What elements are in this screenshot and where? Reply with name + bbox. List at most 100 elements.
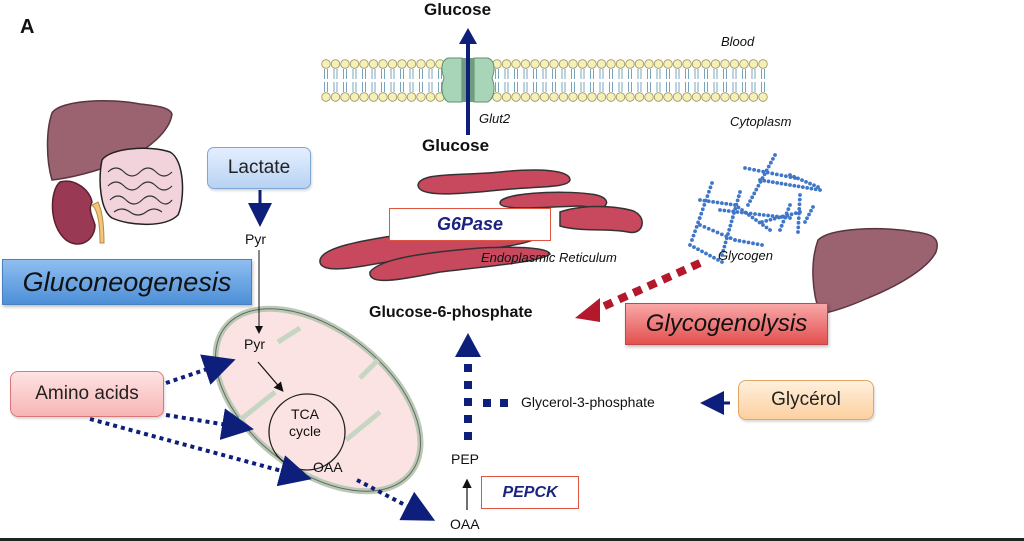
- g6pase-enzyme-box: G6Pase: [389, 208, 551, 241]
- glucose-unit: [793, 211, 798, 216]
- phospholipid-head: [672, 92, 683, 102]
- phospholipid-head: [729, 92, 740, 102]
- glucose-unit: [764, 225, 769, 230]
- liver-right-icon: [812, 227, 938, 315]
- phospholipid-tail: [352, 69, 357, 92]
- phospholipid-tail: [742, 69, 746, 92]
- glucose-unit: [762, 172, 767, 177]
- panel-label: A: [20, 16, 35, 38]
- glucose-unit: [792, 174, 796, 179]
- phospholipid-tail: [637, 69, 642, 92]
- glucose-unit: [789, 212, 794, 217]
- glucose-unit: [762, 178, 767, 183]
- glucose-unit: [722, 208, 727, 213]
- glucose-unit: [718, 208, 722, 212]
- phospholipid-head: [549, 92, 559, 102]
- glucose-unit: [796, 216, 801, 221]
- phospholipid-tail: [514, 69, 518, 92]
- er-label: Endoplasmic Reticulum: [481, 250, 617, 265]
- phospholipid-tail: [580, 69, 585, 92]
- phospholipid-tail: [371, 69, 376, 92]
- glucose-unit: [711, 228, 716, 233]
- pyr-to-tca-arrow: [257, 361, 284, 392]
- phospholipid-tail: [609, 69, 613, 92]
- tca-line1: TCA: [290, 406, 319, 422]
- phospholipid-head: [691, 59, 702, 69]
- glucose-unit: [744, 211, 749, 215]
- glucose-unit: [704, 251, 708, 256]
- glucose-unit: [792, 183, 797, 188]
- glucose-unit: [807, 212, 811, 217]
- glucose-unit: [688, 243, 692, 247]
- phospholipid-tail: [666, 69, 670, 92]
- phospholipid-head: [587, 59, 597, 69]
- glucose-unit: [715, 200, 720, 205]
- glucose-unit: [706, 199, 711, 204]
- phospholipid-tail: [343, 69, 347, 92]
- glucose-unit: [805, 216, 809, 221]
- phospholipid-head: [596, 92, 607, 102]
- glucose-unit: [768, 160, 773, 165]
- glucose-unit: [779, 223, 784, 228]
- glucose-unit: [700, 249, 704, 254]
- phospholipid-head: [340, 92, 350, 102]
- phospholipid-head: [568, 92, 578, 102]
- glucose-unit: [754, 187, 759, 192]
- glucose-unit: [750, 215, 755, 220]
- glucose-unit: [720, 253, 724, 257]
- phospholipid-head: [587, 92, 597, 102]
- phospholipid-head: [596, 59, 607, 69]
- glucose-unit: [734, 202, 739, 207]
- glucose-unit: [779, 173, 784, 178]
- phospholipid-tail: [694, 69, 699, 92]
- phospholipid-head: [663, 59, 673, 69]
- glucose-unit: [728, 236, 733, 241]
- glucose-unit: [752, 167, 756, 172]
- glucose-cytoplasm-label: Glucose: [422, 136, 490, 155]
- glucose-unit: [723, 240, 728, 245]
- phospholipid-head: [701, 59, 711, 69]
- phospholipid-tail: [675, 69, 680, 92]
- phospholipid-head: [378, 92, 388, 102]
- glucose-unit: [774, 172, 779, 177]
- glucose-unit: [712, 255, 716, 260]
- glucose-unit: [721, 248, 726, 253]
- glucose-unit: [796, 220, 801, 225]
- phospholipid-head: [606, 59, 616, 69]
- glucose-unit: [764, 168, 769, 173]
- glucose-unit: [735, 210, 740, 214]
- glucose-unit: [783, 182, 788, 187]
- glucose-unit: [722, 244, 727, 249]
- glucose-unit: [748, 211, 753, 216]
- phospholipid-head: [378, 59, 388, 69]
- pyr-cytosol-label: Pyr: [245, 231, 266, 247]
- glucose-unit: [788, 173, 792, 177]
- phospholipid-tail: [542, 69, 547, 92]
- glucose-unit: [809, 186, 814, 191]
- glucose-unit: [715, 230, 720, 235]
- phospholipid-head: [758, 59, 768, 69]
- phospholipid-head: [520, 59, 531, 69]
- glucose-unit: [746, 240, 751, 245]
- glucose-unit: [783, 215, 787, 220]
- glucose-unit: [770, 214, 775, 218]
- glycerol-3-phosphate-label: Glycerol-3-phosphate: [521, 394, 655, 410]
- glucose-unit: [775, 180, 780, 185]
- glucose-unit: [812, 183, 816, 188]
- phospholipid-head: [330, 59, 341, 69]
- phospholipid-head: [625, 92, 635, 102]
- phospholipid-head: [530, 59, 540, 69]
- pepck-enzyme-box: PEPCK: [481, 476, 579, 509]
- glucose-unit: [705, 194, 710, 199]
- phospholipid-head: [501, 92, 512, 102]
- glucose-unit: [724, 236, 729, 241]
- bottom-border: [0, 538, 1024, 541]
- phospholipid-head: [349, 59, 360, 69]
- phospholipid-tail: [761, 69, 765, 92]
- glucose-unit: [748, 199, 752, 204]
- glucose-unit: [702, 224, 707, 229]
- mitochondrion-icon: [212, 305, 424, 495]
- glucose-unit: [756, 183, 761, 188]
- phospholipid-head: [615, 59, 626, 69]
